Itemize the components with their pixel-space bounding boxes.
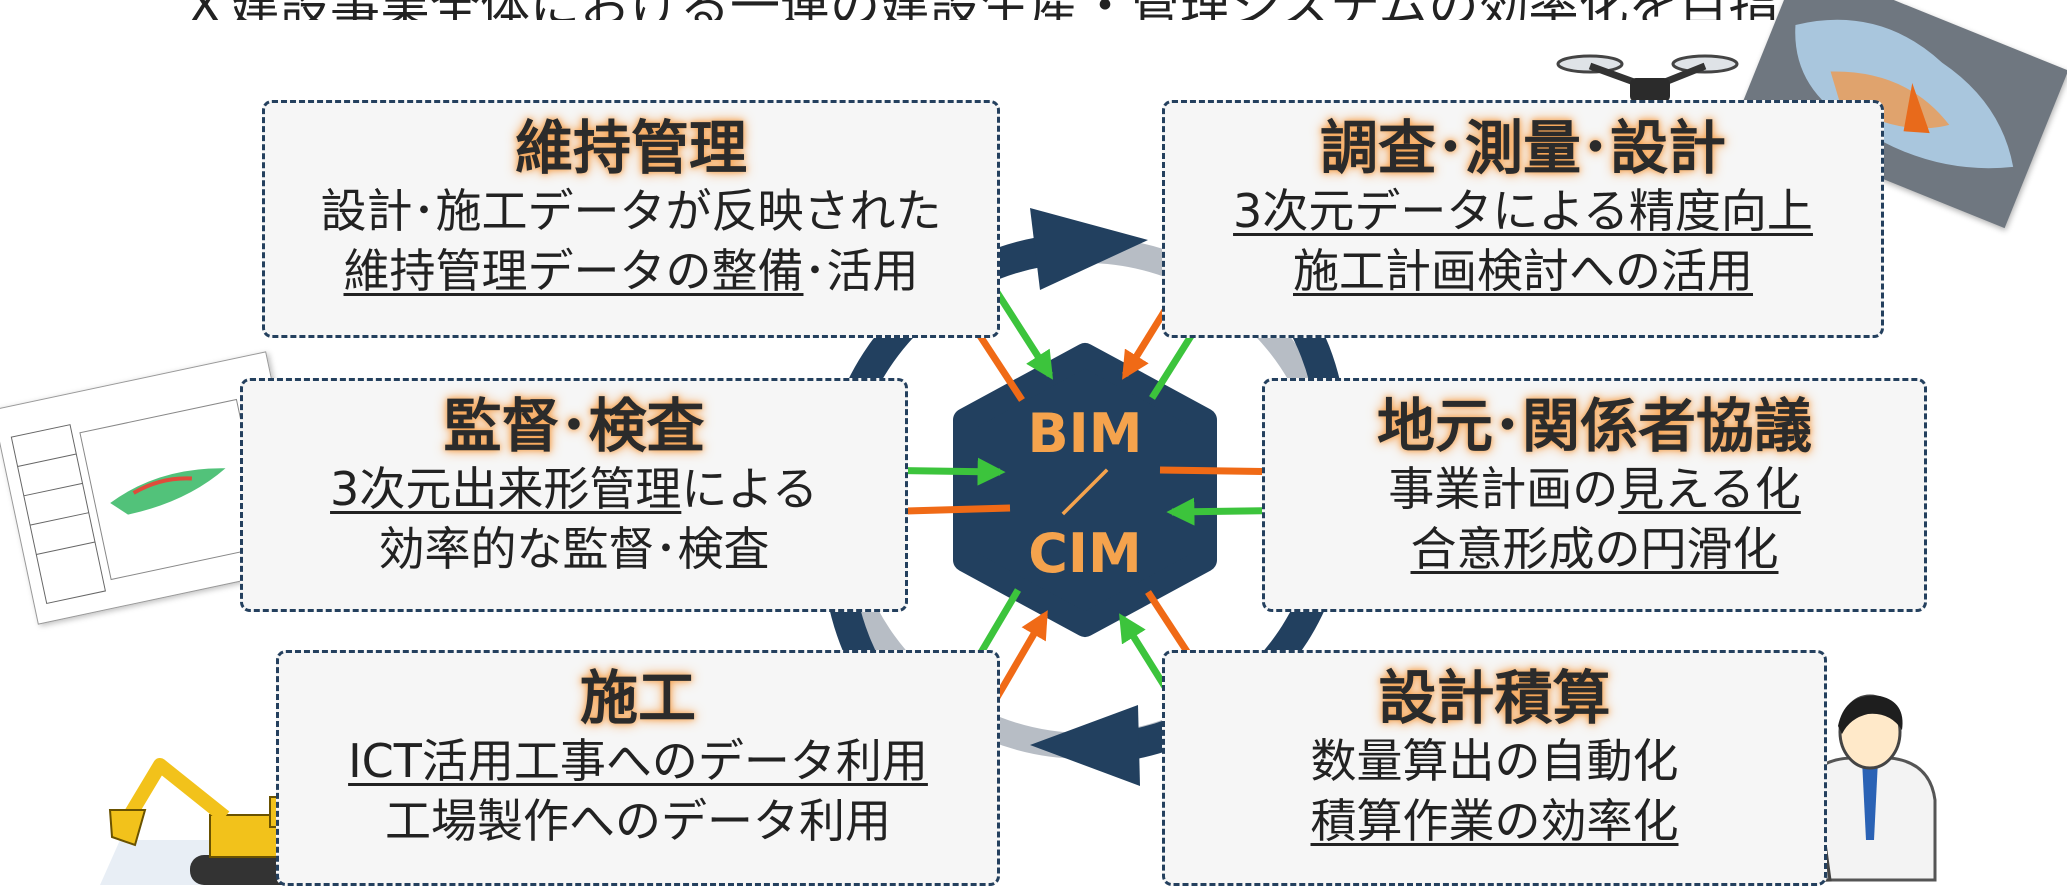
card-line: 設計･施工データが反映された xyxy=(320,184,942,238)
card-title: 維持管理 xyxy=(514,114,747,182)
hex-label-cim: CIM xyxy=(1028,522,1141,585)
card-line: 工場製作へのデータ利用 xyxy=(385,794,891,848)
card-survey: 調査･測量･設計 3次元データによる精度向上 施工計画検討への活用 xyxy=(1162,100,1884,338)
card-line: 積算作業の効率化 xyxy=(1310,794,1679,848)
card-line: 数量算出の自動化 xyxy=(1310,734,1679,788)
card-estimation: 設計積算 数量算出の自動化 積算作業の効率化 xyxy=(1162,650,1827,886)
card-line: 維持管理データの整備･活用 xyxy=(343,244,919,298)
card-line: 3次元出来形管理による xyxy=(330,462,818,516)
excavator-icon xyxy=(100,758,340,885)
card-title: 設計積算 xyxy=(1378,664,1611,732)
card-line: 3次元データによる精度向上 xyxy=(1233,184,1813,238)
card-construction: 施工 ICT活用工事へのデータ利用 工場製作へのデータ利用 xyxy=(276,650,1000,886)
card-title: 施工 xyxy=(579,664,696,732)
cycle-arrowhead-bottom xyxy=(1030,705,1140,786)
card-line: 効率的な監督･検査 xyxy=(378,522,770,576)
bim-cim-hexagon xyxy=(953,343,1217,637)
hex-label-slash: ／ xyxy=(1061,466,1109,522)
hex-label-bim: BIM xyxy=(1028,402,1143,465)
3d-model-image xyxy=(1735,0,2067,229)
card-line: ICT活用工事へのデータ利用 xyxy=(348,734,928,788)
card-line: 事業計画の見える化 xyxy=(1388,462,1801,516)
card-line: 施工計画検討への活用 xyxy=(1293,244,1753,298)
card-title: 監督･検査 xyxy=(443,392,705,460)
card-inspection: 監督･検査 3次元出来形管理による 効率的な監督･検査 xyxy=(240,378,908,612)
card-line: 合意形成の円滑化 xyxy=(1410,522,1779,576)
card-title: 地元･関係者協議 xyxy=(1376,392,1812,460)
card-stakeholders: 地元･関係者協議 事業計画の見える化 合意形成の円滑化 xyxy=(1262,378,1927,612)
cycle-arrowhead-top xyxy=(1030,208,1148,290)
card-maintenance: 維持管理 設計･施工データが反映された 維持管理データの整備･活用 xyxy=(262,100,1000,338)
header-title-partial: Ｘ建設事業全体における一連の建設生産・管理システムの効率化を目指す xyxy=(0,0,2067,20)
card-title: 調査･測量･設計 xyxy=(1319,114,1726,182)
